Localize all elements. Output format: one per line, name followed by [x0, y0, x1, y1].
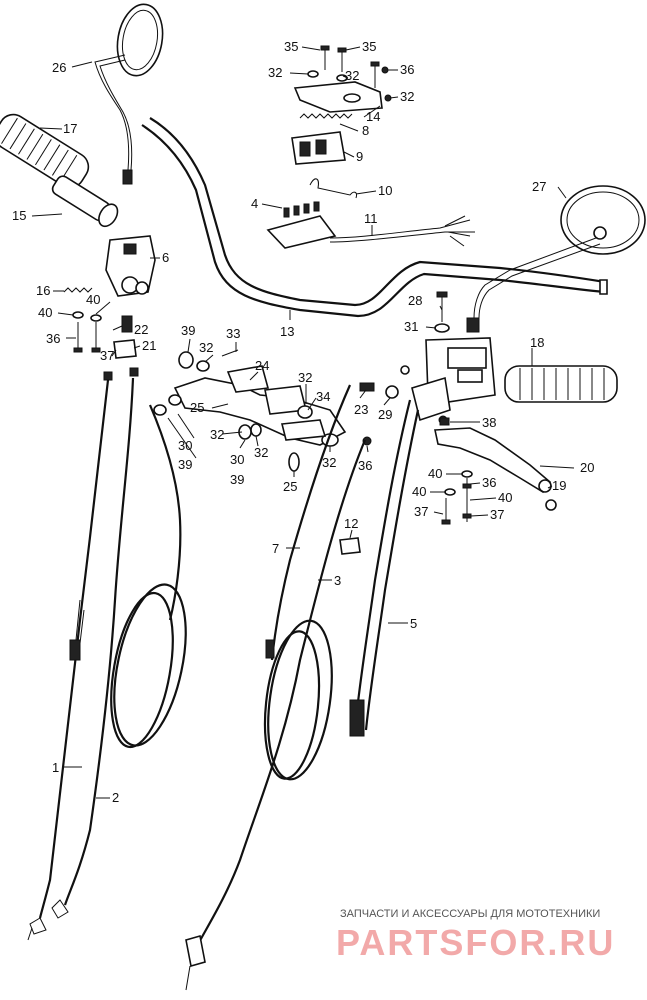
callout: 22 [134, 322, 148, 337]
switch-spring [299, 113, 353, 119]
callout: 32 [254, 445, 268, 460]
cable-1 [38, 379, 110, 919]
callout: 5 [410, 616, 417, 631]
callout: 34 [316, 389, 330, 404]
callout: 4 [251, 196, 258, 211]
callout: 32 [268, 65, 282, 80]
right-mirror-stem [473, 237, 597, 319]
callout: 40 [38, 305, 52, 320]
callout: 36 [358, 458, 372, 473]
cable-2 [63, 377, 135, 906]
callout: 39 [181, 323, 195, 338]
watermark-caption: ЗАПЧАСТИ И АКСЕССУАРЫ ДЛЯ МОТОТЕХНИКИ [340, 908, 600, 920]
callout: 40 [498, 490, 512, 505]
callout: 14 [366, 109, 380, 124]
callout: 32 [322, 455, 336, 470]
callout: 6 [162, 250, 169, 265]
callout: 32 [210, 427, 224, 442]
callout: 31 [404, 319, 418, 334]
callout: 20 [580, 460, 594, 475]
callout: 40 [412, 484, 426, 499]
callout: 21 [142, 338, 156, 353]
left-mirror [116, 3, 164, 77]
callout: 25 [190, 400, 204, 415]
right-mirror [560, 185, 646, 255]
callout: 25 [283, 479, 297, 494]
callout: 28 [408, 293, 422, 308]
callout: 15 [12, 208, 26, 223]
callout: 12 [344, 516, 358, 531]
callout: 26 [52, 60, 66, 75]
brake-lever [411, 376, 557, 511]
cable-3 [194, 439, 367, 951]
watermark: ЗАПЧАСТИ И АКСЕССУАРЫ ДЛЯ МОТОТЕХНИКИ PA… [336, 908, 615, 963]
center-hardware [153, 349, 450, 472]
cable-clamp [339, 537, 361, 555]
right-grip [504, 365, 618, 403]
callout: 2 [112, 790, 119, 805]
callout: 33 [226, 326, 240, 341]
switch-harness [266, 201, 475, 249]
callout: 23 [354, 402, 368, 417]
left-grip [0, 113, 90, 189]
callout: 13 [280, 324, 294, 339]
callout: 36 [482, 475, 496, 490]
callout-labels: 35 35 32 32 36 32 14 8 9 10 4 11 26 17 1… [12, 39, 594, 805]
handlebar [149, 117, 606, 307]
cable-coil-center [267, 619, 333, 781]
callout: 36 [46, 331, 60, 346]
callout: 40 [86, 292, 100, 307]
callout: 35 [362, 39, 376, 54]
callout: 39 [230, 472, 244, 487]
callout: 37 [100, 348, 114, 363]
callout: 30 [178, 438, 192, 453]
callout: 19 [552, 478, 566, 493]
callout: 29 [378, 407, 392, 422]
callout: 7 [272, 541, 279, 556]
left-switch-housing [105, 235, 156, 297]
callout: 32 [345, 68, 359, 83]
callout: 32 [199, 340, 213, 355]
throttle-sleeve [51, 175, 119, 228]
callout: 36 [400, 62, 414, 77]
callout: 16 [36, 283, 50, 298]
callout: 40 [428, 466, 442, 481]
callout: 32 [298, 370, 312, 385]
callout: 37 [490, 507, 504, 522]
cable-7 [270, 384, 352, 661]
watermark-brand: PARTSFOR.RU [336, 922, 615, 963]
leader-lines [31, 46, 575, 799]
callout: 39 [178, 457, 192, 472]
callout: 17 [63, 121, 77, 136]
switch-cover [293, 81, 383, 113]
callout: 8 [362, 123, 369, 138]
left-lower-hardware [63, 287, 139, 381]
callout: 3 [334, 573, 341, 588]
callout: 32 [400, 89, 414, 104]
callout: 10 [378, 183, 392, 198]
cable-coil-left [113, 583, 187, 747]
switch-clip [309, 178, 357, 199]
callout: 35 [284, 39, 298, 54]
left-mirror-stem [94, 54, 130, 171]
callout: 11 [364, 211, 378, 226]
callout: 9 [356, 149, 363, 164]
callout: 1 [52, 760, 59, 775]
right-lever-hardware [441, 470, 473, 525]
callout: 38 [482, 415, 496, 430]
cable-5 [354, 399, 412, 721]
callout: 18 [530, 335, 544, 350]
callout: 37 [414, 504, 428, 519]
callout: 27 [532, 179, 546, 194]
callout: 24 [255, 358, 269, 373]
callout: 30 [230, 452, 244, 467]
switch-body [291, 131, 346, 165]
